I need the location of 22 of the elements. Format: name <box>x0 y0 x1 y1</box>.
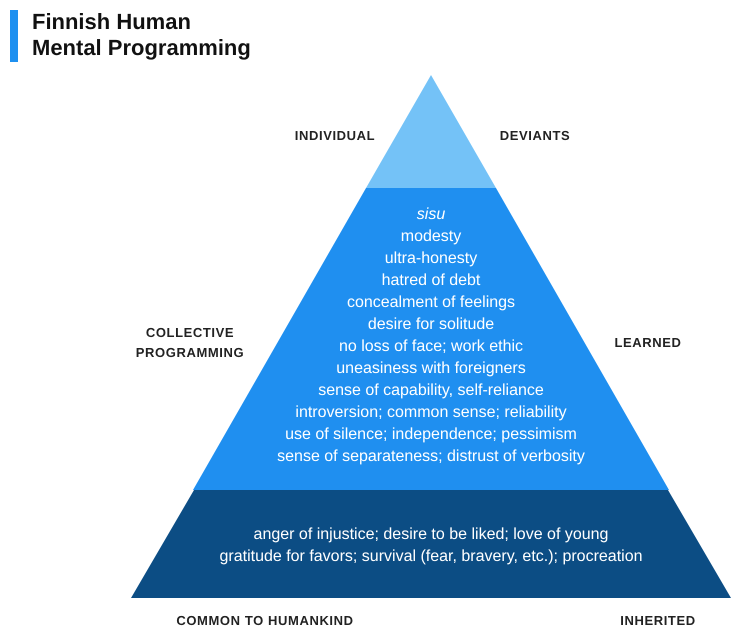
trait-text: ultra-honesty <box>384 250 478 267</box>
trait-text: no loss of face; work ethic <box>338 338 524 355</box>
trait-text: modesty <box>400 228 462 245</box>
trait-text: sense of separateness; distrust of verbosity <box>277 448 585 465</box>
level-label: COMMON TO HUMANKIND <box>175 612 355 628</box>
trait-text: introversion; common sense; reliability <box>295 404 567 421</box>
trait-text: gratitude for favors; survival (fear, bravery, etc.); procreation <box>220 548 642 565</box>
title: Finnish Human Mental Programming <box>32 9 252 61</box>
trait-text: sisu <box>416 206 446 223</box>
level-label: INHERITED <box>619 612 697 628</box>
level-label: DEVIANTS <box>498 127 572 145</box>
level-label: LEARNED <box>613 334 683 352</box>
trait-text: sense of capability, self-reliance <box>318 382 544 399</box>
level-label: INDIVIDUAL <box>294 127 376 145</box>
trait-text: uneasiness with foreigners <box>336 360 526 377</box>
trait-text: use of silence; independence; pessimism <box>285 426 577 443</box>
trait-text: desire for solitude <box>368 316 494 333</box>
trait-text: hatred of debt <box>382 272 480 289</box>
trait-text: anger of injustice; desire to be liked; love of young <box>254 526 608 543</box>
pyramid-tier <box>131 490 731 598</box>
level-label: COLLECTIVE PROGRAMMING <box>134 324 246 362</box>
trait-text: concealment of feelings <box>346 294 516 311</box>
